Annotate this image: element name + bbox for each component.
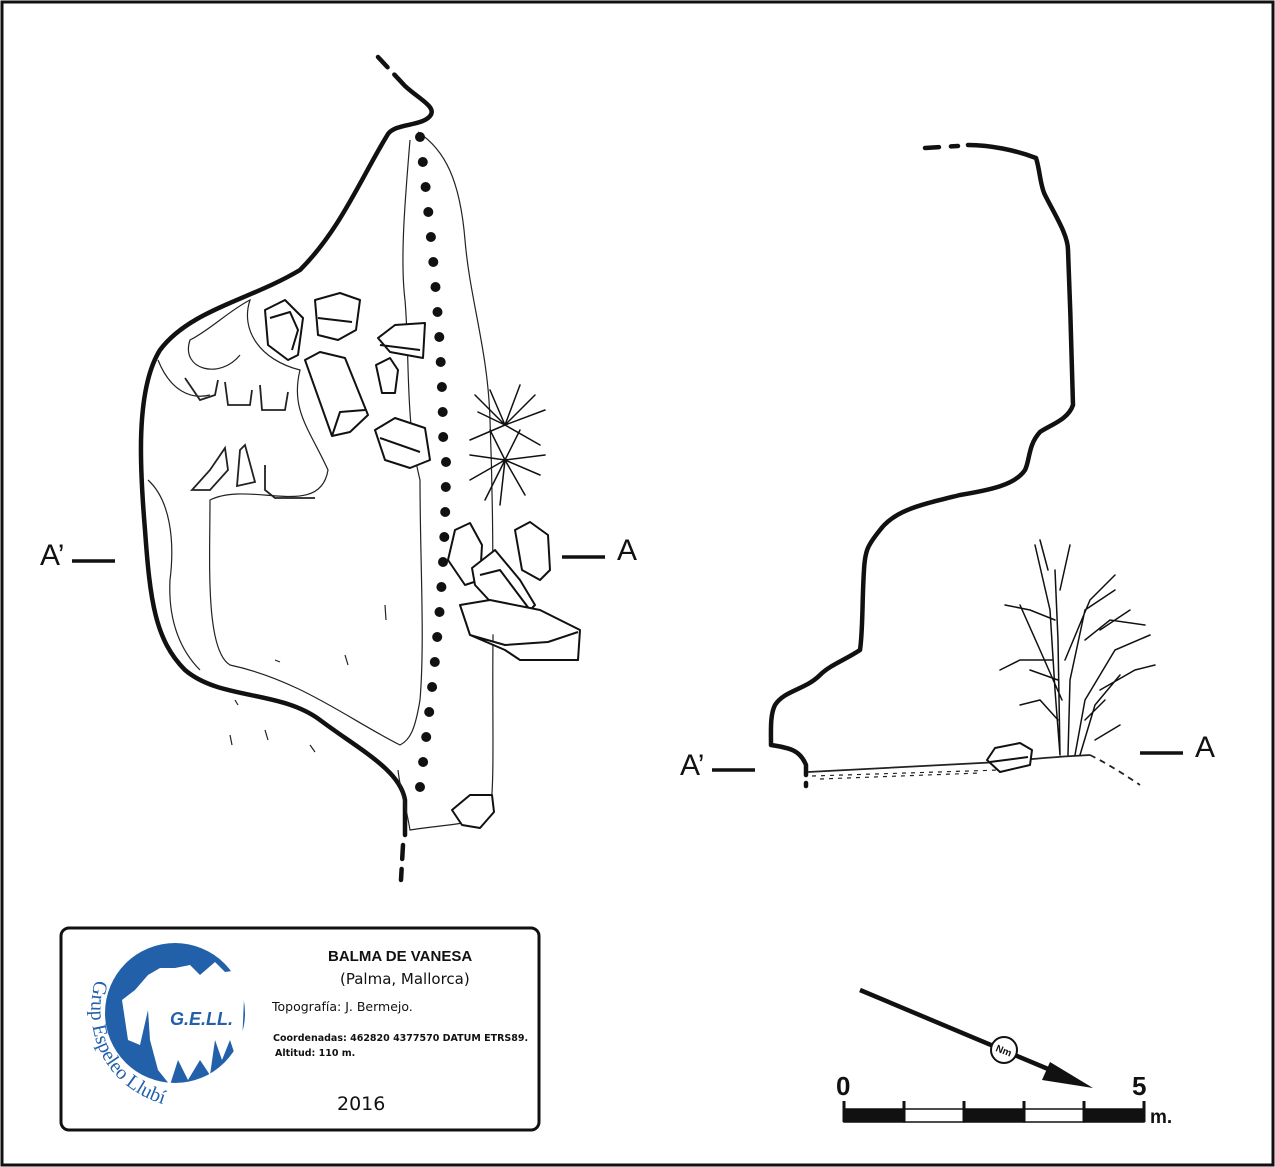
survey-station-dot: [420, 182, 431, 192]
rock: [375, 357, 399, 394]
survey-station-dot: [436, 382, 447, 392]
floor-marks: [229, 604, 387, 753]
scale-segment: [1023, 1108, 1085, 1123]
profile-view: A’ A: [680, 142, 1215, 789]
rock-outlines: [189, 443, 315, 499]
scale-segment: [903, 1108, 965, 1123]
north-arrow-shaft: [859, 987, 1061, 1077]
survey-station-dot: [427, 682, 438, 692]
survey-station-dot: [423, 207, 434, 217]
survey-station-dot: [441, 457, 451, 467]
gell-logo: G.E.LL. Grup Espeleo Llubí: [86, 943, 245, 1109]
plan-view: A’ A: [40, 54, 637, 883]
plan-entrance-dash-bottom: [398, 842, 406, 883]
rock: [314, 292, 361, 341]
profile-wall-outline: [768, 142, 1076, 778]
survey-station-dot: [425, 232, 436, 242]
north-arrow-head-icon: [1042, 1062, 1093, 1088]
section-label-a: A: [617, 534, 637, 567]
north-arrow: Nm: [859, 987, 1093, 1088]
profile-dash-top: [922, 143, 961, 151]
scale-unit-label: m.: [1150, 1107, 1172, 1128]
scale-segment: [843, 1108, 905, 1123]
survey-station-dot: [424, 707, 435, 717]
plan-wall-outline: [138, 83, 434, 838]
survey-station-dot: [434, 332, 445, 342]
scale-segment: [963, 1108, 1025, 1123]
rock: [514, 521, 551, 581]
shrub-profile-icon: [999, 539, 1156, 756]
survey-altitude: Altitud: 110 m.: [275, 1048, 355, 1059]
title-block: G.E.LL. Grup Espeleo Llubí BALMA DE VANE…: [59, 926, 541, 1132]
survey-station-dot: [417, 157, 428, 167]
logo-acronym: G.E.LL.: [170, 1009, 233, 1029]
profile-floor-sediment: [811, 769, 1001, 780]
survey-station-dot: [438, 557, 448, 567]
scale-start-label: 0: [836, 1071, 850, 1101]
plan-ledge-left: [147, 479, 201, 671]
survey-location: (Palma, Mallorca): [340, 970, 470, 988]
survey-title: BALMA DE VANESA: [328, 948, 472, 965]
survey-station-dot: [437, 407, 448, 417]
survey-station-dot: [429, 657, 440, 667]
section-label-a-prime: A’: [40, 539, 64, 572]
survey-station-dot: [440, 482, 451, 492]
rock: [986, 742, 1033, 773]
survey-station-dot: [418, 757, 429, 767]
survey-station-dot: [415, 782, 425, 792]
scale-segment: [1083, 1108, 1145, 1123]
survey-station-dot: [434, 607, 445, 617]
survey-author: Topografía: J. Bermejo.: [271, 999, 413, 1014]
section-label-a: A: [1195, 731, 1215, 764]
section-label-a-prime: A’: [680, 749, 704, 782]
rock: [377, 322, 426, 359]
profile-slope-dash: [1089, 754, 1141, 786]
survey-coordinates: Coordenadas: 462820 4377570 DATUM ETRS89…: [273, 1033, 528, 1044]
rock: [374, 417, 431, 469]
scale-bar: 0 5 m.: [836, 1071, 1172, 1128]
north-arrow-badge: [990, 1036, 1018, 1064]
shrub-plan-icon: [469, 384, 546, 506]
survey-station-dot: [430, 282, 441, 292]
scale-end-label: 5: [1132, 1071, 1146, 1101]
survey-station-dot: [428, 257, 439, 267]
survey-station-dot: [432, 307, 443, 317]
survey-station-dot: [436, 582, 447, 592]
survey-station-dot: [438, 432, 449, 442]
plan-ledge-upper: [157, 359, 211, 397]
scale-segments: [842, 1101, 1146, 1123]
survey-station-dot: [439, 532, 450, 542]
rock: [264, 299, 304, 361]
rock-outlines: [184, 377, 289, 411]
rock: [304, 351, 369, 437]
rock: [451, 794, 495, 829]
survey-station-dot: [415, 132, 425, 142]
survey-station-dot: [432, 632, 443, 642]
survey-station-dot: [440, 507, 451, 517]
survey-station-dot: [435, 357, 446, 367]
rock: [459, 599, 581, 661]
survey-line-dots: [415, 132, 451, 792]
plan-rocks: [184, 292, 581, 829]
survey-year: 2016: [337, 1093, 385, 1115]
survey-station-dot: [421, 732, 432, 742]
plan-entrance-dash-top: [375, 54, 408, 89]
